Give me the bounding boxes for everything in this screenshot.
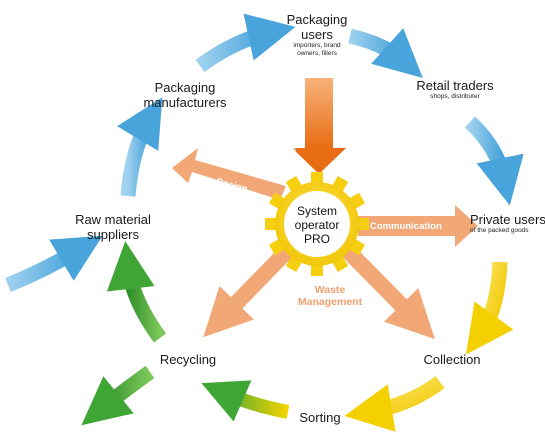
system-operator-line3: PRO bbox=[303, 232, 330, 246]
sorting-title: Sorting bbox=[299, 410, 341, 425]
packaging-users-subtitle: importers, brand owners, fillers bbox=[293, 42, 341, 57]
packaging-users-title: Packaging users bbox=[286, 12, 348, 42]
arrow-collection-to-sorting bbox=[344, 375, 445, 432]
recycling-title: Recycling bbox=[159, 352, 217, 367]
node-retail-traders: Retail traders shops, distributer bbox=[410, 78, 500, 101]
system-operator-line2: operator bbox=[294, 218, 340, 232]
arrow-recycling-outflow bbox=[81, 365, 155, 426]
node-recycling: Recycling bbox=[148, 352, 228, 367]
private-users-subtitle: of the packed goods bbox=[470, 227, 529, 234]
node-private-users: Private users of the packed goods bbox=[470, 212, 545, 235]
raw-material-suppliers-title: Raw material suppliers bbox=[75, 212, 151, 242]
private-users-title: Private users bbox=[470, 212, 545, 227]
system-operator-line1: System bbox=[296, 204, 337, 218]
arrow-private-to-collection bbox=[465, 261, 514, 355]
arrow-inflow-to-suppliers bbox=[5, 235, 103, 292]
cash-flow-arrow bbox=[292, 78, 346, 174]
waste-arrow-left bbox=[203, 242, 296, 338]
node-collection: Collection bbox=[412, 352, 492, 367]
waste-arrow-right bbox=[339, 242, 435, 340]
node-packaging-manufacturers: Packaging manufacturers bbox=[130, 80, 240, 110]
packaging-manufacturers-title: Packaging manufacturers bbox=[143, 80, 227, 110]
node-packaging-users: Packaging users importers, brand owners,… bbox=[262, 12, 372, 58]
waste-management-label: Waste Management bbox=[297, 284, 363, 308]
design-arrow bbox=[172, 148, 286, 200]
arrow-sorting-to-recycling bbox=[201, 380, 290, 422]
collection-title: Collection bbox=[423, 352, 481, 367]
cash-flow-label: Cash flow bbox=[288, 112, 299, 157]
gear-icon bbox=[265, 172, 369, 276]
arrow-recycling-to-suppliers bbox=[106, 241, 167, 343]
arrow-retail-to-private bbox=[464, 116, 524, 206]
arrow-users-to-retail bbox=[348, 28, 423, 79]
communication-arrow bbox=[358, 205, 478, 247]
communication-label: Communication bbox=[370, 221, 442, 232]
arrow-suppliers-to-manufacturers bbox=[117, 97, 163, 197]
retail-traders-title: Retail traders bbox=[416, 78, 494, 93]
retail-traders-subtitle: shops, distributer bbox=[430, 93, 480, 100]
system-operator-label: System operator PRO bbox=[284, 204, 350, 246]
arrow-manufacturers-to-users bbox=[195, 13, 296, 73]
node-raw-material-suppliers: Raw material suppliers bbox=[68, 212, 158, 242]
node-sorting: Sorting bbox=[290, 410, 350, 425]
